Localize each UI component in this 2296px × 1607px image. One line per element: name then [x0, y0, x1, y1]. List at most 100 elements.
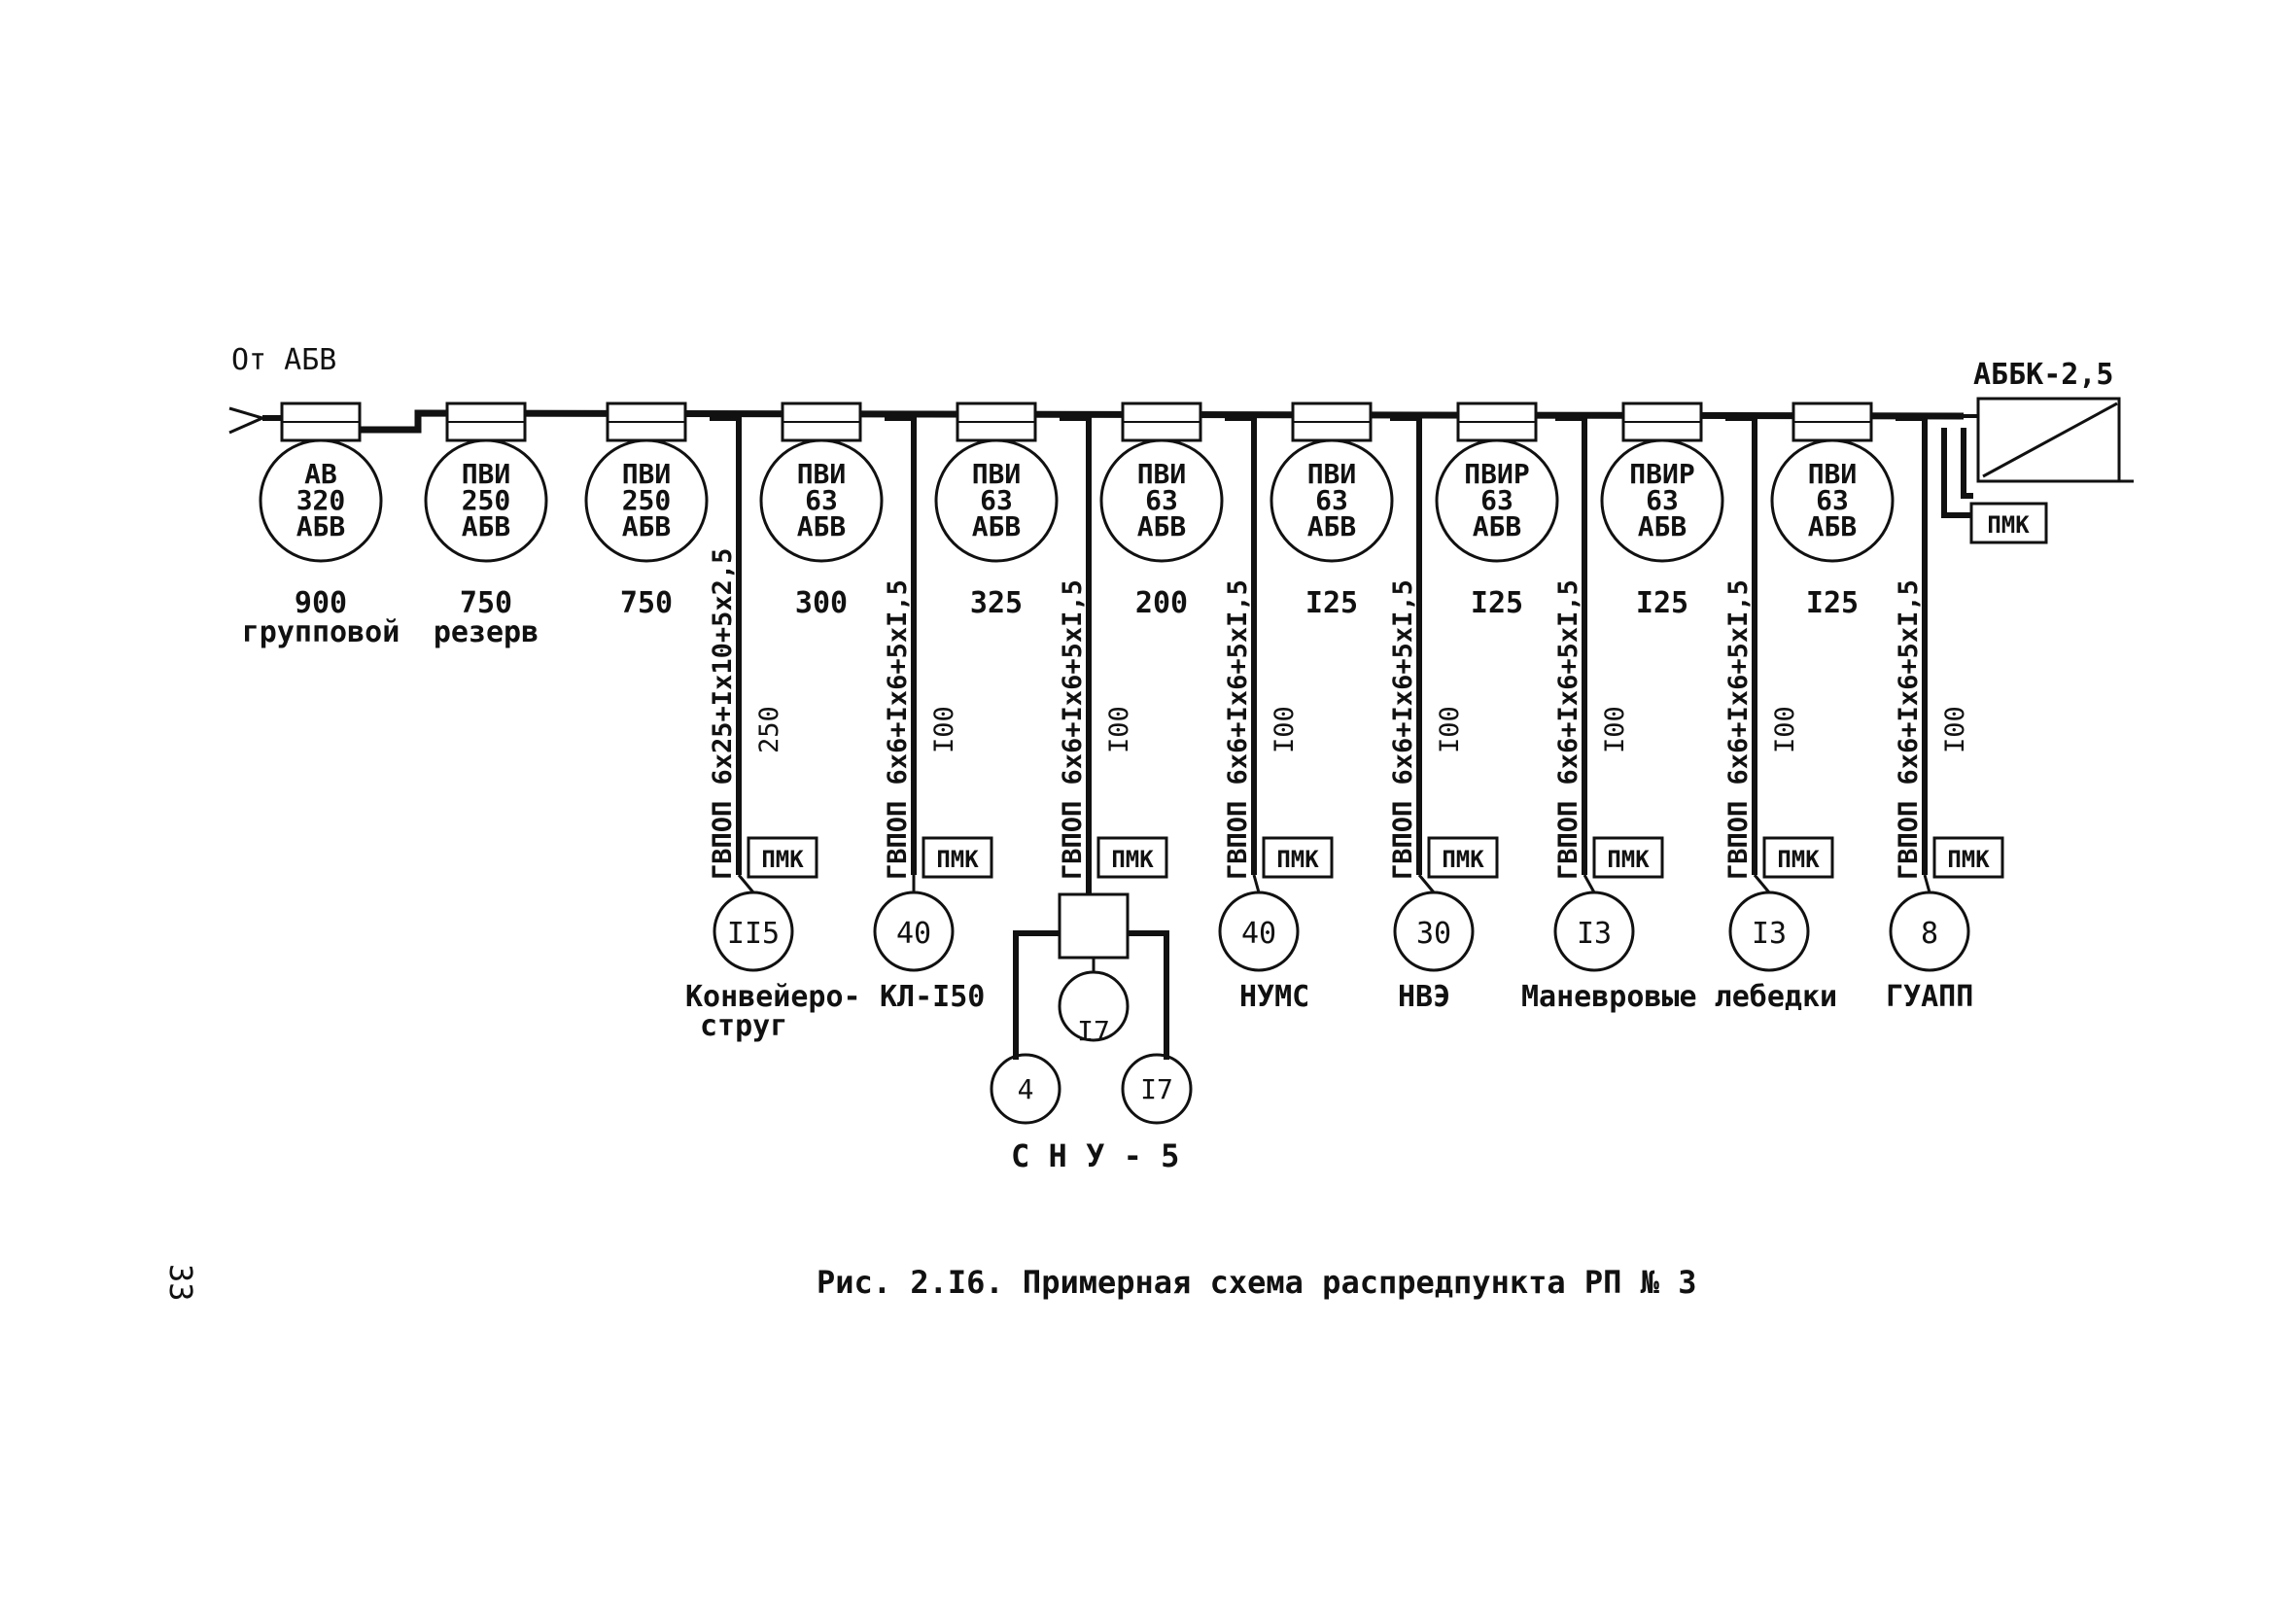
load-value: II5	[727, 917, 780, 951]
breaker-label: ПВИ	[462, 458, 511, 490]
consumer-conveyor-1: Конвейеро-	[685, 980, 861, 1014]
pmk-box	[1592, 836, 1664, 879]
snu-group: I7 4 I7	[990, 892, 1193, 1125]
incoming-feed	[228, 406, 282, 435]
figure-caption: Рис. 2.I6. Примерная схема распредпункта…	[817, 1264, 1696, 1301]
feeder-cable-line	[1390, 415, 1422, 875]
breaker-current: I25	[1806, 586, 1859, 620]
feeder-cable-line	[1555, 415, 1587, 875]
breaker-label: АБВ	[797, 510, 847, 542]
breakers-layer: АВ320АБВ900групповойПВИ250АБВ750резервПВ…	[242, 402, 1895, 649]
pmk-box	[1932, 836, 2004, 879]
load-value: 8	[1921, 917, 1938, 951]
breaker-current: I25	[1471, 586, 1523, 620]
cable-length: I00	[1104, 706, 1134, 753]
cable-length: I00	[1600, 706, 1630, 753]
breaker-current: I25	[1305, 586, 1358, 620]
breaker-label: АБВ	[462, 510, 511, 542]
breaker-label: АБВ	[1473, 510, 1522, 542]
pmk-label: ПМК	[936, 846, 979, 873]
source-label: От АБВ	[231, 343, 336, 377]
pmk-box	[747, 836, 818, 879]
svg-text:4: 4	[1018, 1073, 1034, 1105]
load-value: I3	[1752, 917, 1787, 951]
breaker-label: 250	[462, 484, 511, 516]
svg-text:ПМК: ПМК	[1987, 511, 2030, 539]
cable-length: I00	[1770, 706, 1800, 753]
breaker-circle	[584, 438, 709, 563]
sub-load-circle-3	[1121, 1053, 1193, 1125]
consumer-conveyor-2: струг	[700, 1009, 787, 1043]
cable-length: I00	[1435, 706, 1465, 753]
breaker-label: 63	[1816, 484, 1849, 516]
breaker-note: резерв	[434, 615, 539, 649]
load-value: I3	[1577, 917, 1612, 951]
cable-label: ГВПОП 6х6+Iх6+5хI,5	[1388, 579, 1418, 880]
svg-text:I7: I7	[1077, 1015, 1110, 1047]
breaker-current: I25	[1636, 586, 1688, 620]
breaker-circle	[759, 438, 884, 563]
pmk-label: ПМК	[1442, 846, 1484, 873]
breaker-label: 63	[1480, 484, 1513, 516]
cable-label: ГВПОП 6х25+Iх10+5х2,5	[708, 548, 738, 880]
pmk-label: ПМК	[1777, 846, 1820, 873]
breaker-current: 900	[295, 586, 347, 620]
sub-load-circle-1	[1058, 970, 1130, 1042]
breaker-current: 750	[620, 586, 673, 620]
pmk-box	[922, 836, 993, 879]
breaker-circle	[259, 438, 383, 563]
pmk-box	[1427, 836, 1499, 879]
load-circle	[1218, 891, 1300, 972]
consumer-winches: Маневровые лебедки	[1521, 980, 1837, 1014]
pmk-box	[1096, 836, 1168, 879]
cable-label: ГВПОП 6х6+Iх6+5хI,5	[1058, 579, 1088, 880]
pmk-label: ПМК	[1947, 846, 1990, 873]
breaker-note: групповой	[242, 615, 400, 649]
load-value: 40	[896, 917, 931, 951]
breaker-label: 63	[1145, 484, 1178, 516]
load-value: 30	[1416, 917, 1451, 951]
breaker-circle	[1099, 438, 1224, 563]
page-number: 33	[162, 1264, 199, 1302]
breaker-label: АБВ	[622, 510, 672, 542]
main-switch-abbk: АББК-2,5	[1961, 358, 2134, 499]
breaker-circle	[1770, 438, 1895, 563]
breaker-label: АБВ	[1307, 510, 1357, 542]
pmk-label: ПМК	[761, 846, 804, 873]
pmk-box	[1262, 836, 1334, 879]
breaker-label: АБВ	[1638, 510, 1687, 542]
breaker-label: АВ	[304, 458, 337, 490]
consumer-snu5: С Н У - 5	[1011, 1137, 1179, 1174]
breaker-label: АБВ	[1137, 510, 1187, 542]
pmk-label: ПМК	[1607, 846, 1650, 873]
breaker-label: 63	[1315, 484, 1348, 516]
breaker-circle	[934, 438, 1059, 563]
cable-length: I00	[1270, 706, 1300, 753]
breaker-label: 250	[622, 484, 672, 516]
breaker-label: ПВИ	[797, 458, 847, 490]
breaker-label: АБВ	[296, 510, 346, 542]
breaker-label: ПВИ	[1137, 458, 1187, 490]
load-value: 40	[1241, 917, 1276, 951]
load-circle	[1553, 891, 1635, 972]
pmk-box	[1762, 836, 1834, 879]
breaker-label: 320	[296, 484, 346, 516]
breaker-label: 63	[1646, 484, 1679, 516]
load-circle	[713, 891, 794, 972]
breaker-label: 63	[805, 484, 838, 516]
breaker-label: ПВИ	[1808, 458, 1858, 490]
breaker-current: 200	[1135, 586, 1188, 620]
breaker-current: 325	[970, 586, 1023, 620]
